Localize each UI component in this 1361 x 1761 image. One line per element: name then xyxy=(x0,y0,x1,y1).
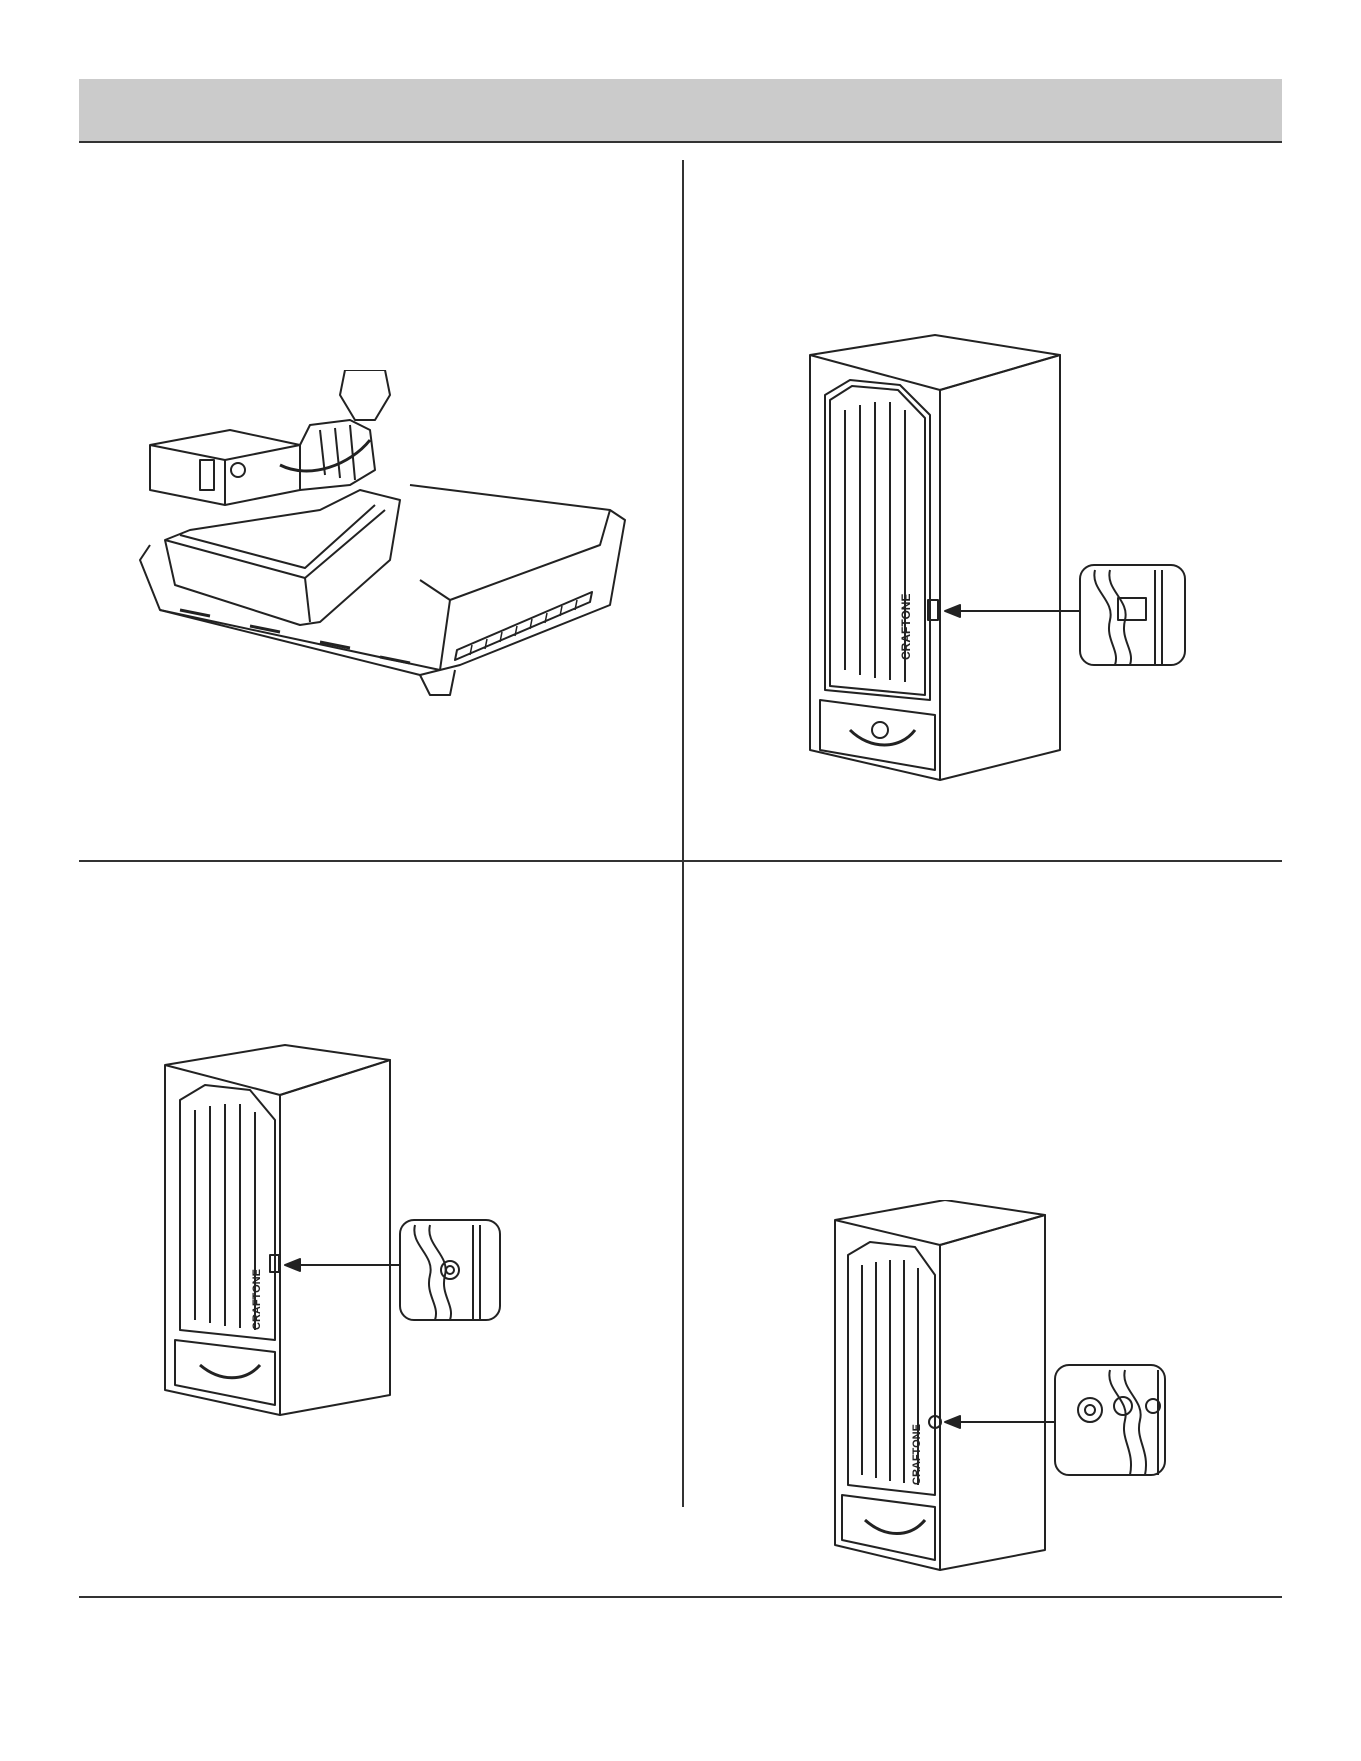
fridge-brand-stamp: CRAFTONE xyxy=(911,1424,923,1485)
fridge-back-figure-1: CRAFTONE xyxy=(790,330,1190,800)
fridge-back-figure-2: CRAFTONE xyxy=(150,1040,550,1510)
fridge-back-figure-3: CRAFTONE xyxy=(820,1200,1200,1590)
fridge-brand-stamp: CRAFTONE xyxy=(899,594,913,660)
bottom-rule xyxy=(79,1596,1282,1598)
vertical-divider xyxy=(682,160,684,1507)
section-header xyxy=(79,79,1282,143)
ice-maker-figure xyxy=(120,370,640,710)
horizontal-divider xyxy=(79,860,1282,862)
fridge-brand-stamp: CRAFTONE xyxy=(251,1269,263,1330)
